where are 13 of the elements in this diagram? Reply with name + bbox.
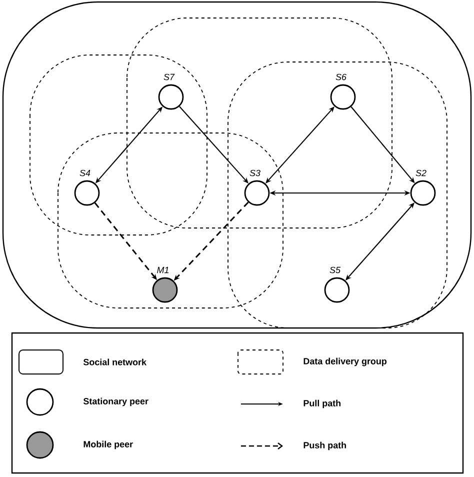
- legend-text: Push path: [304, 442, 346, 450]
- peer-label: S5: [330, 266, 340, 274]
- peer-label: S4: [80, 170, 90, 176]
- peer-label: S6: [336, 74, 346, 80]
- peer-label: S7: [164, 74, 175, 80]
- legend-text: Pull path: [304, 400, 340, 408]
- legend-text: Social network: [83, 358, 146, 366]
- peer-label: S3: [250, 170, 260, 176]
- legend-text: Data delivery group: [304, 358, 387, 366]
- peer-label: M1: [157, 266, 168, 274]
- peer-label: S2: [416, 170, 426, 176]
- legend-text: Mobile peer: [84, 440, 133, 450]
- legend-text: Stationary peer: [83, 398, 148, 406]
